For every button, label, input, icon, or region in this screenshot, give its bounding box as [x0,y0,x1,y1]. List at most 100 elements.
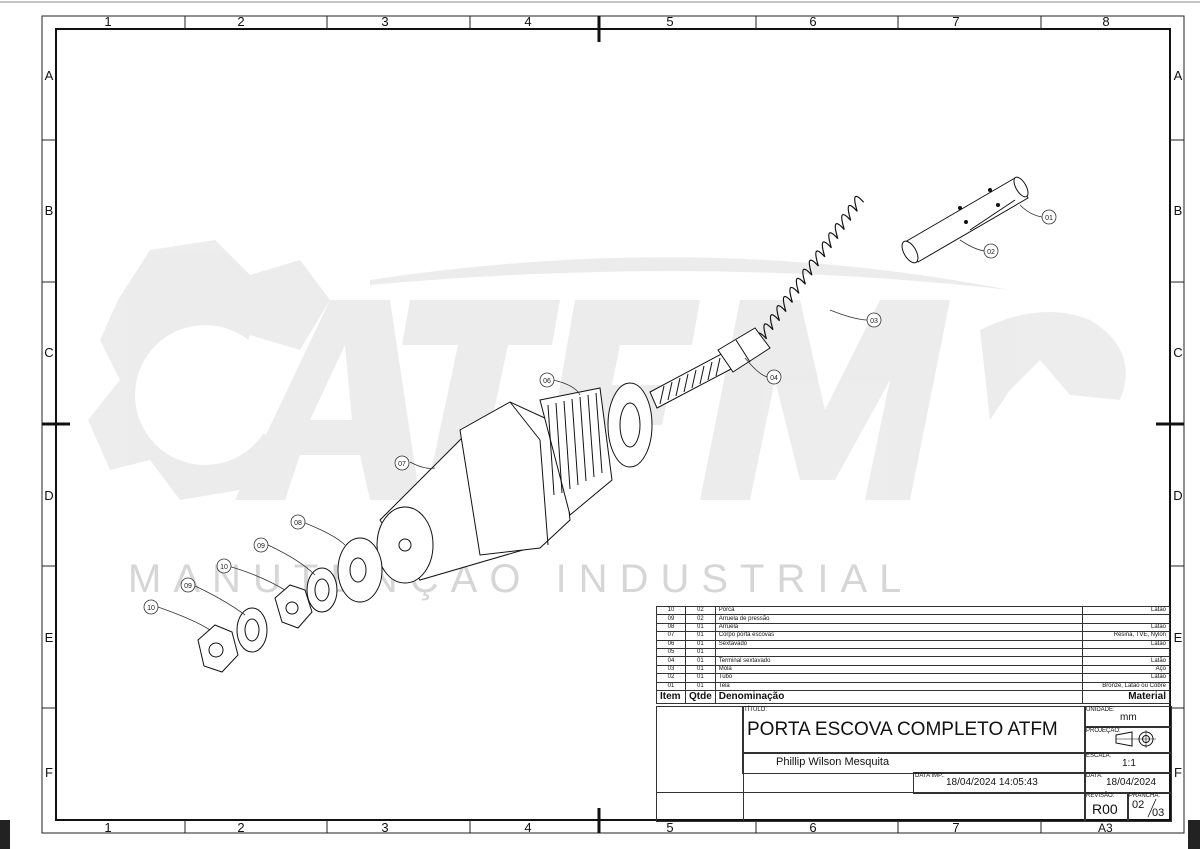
part-06-07-body [376,382,653,584]
zone-col: 5 [666,820,674,835]
zone-row: C [44,345,54,360]
bom-cell-item: 08 [656,622,686,633]
data-imp-label: DATA IMP.: [915,773,945,779]
balloon-label: 09 [184,583,192,590]
zone-row: B [1173,203,1183,218]
balloon-label: 06 [543,378,551,385]
zone-col: 2 [237,14,245,29]
balloon-label: 09 [257,543,265,550]
balloon-labels: 01 02 03 04 06 07 08 09 10 09 10 [147,215,1053,612]
zone-col: 4 [524,820,532,835]
bom-cell-item: 03 [656,664,686,675]
bom-cell-item: 10 [656,605,686,616]
zone-col: 4 [524,14,532,29]
data-label: DATA: [1086,773,1103,779]
bom-cell-name: Sextavado [714,639,1084,649]
bom-cell-name: Corpo porta escovas [714,631,1084,641]
bom-cell-item: 09 [656,614,686,624]
bom-cell-name [714,647,1084,658]
bom-cell-name: Mola [714,664,1084,675]
part-01-02-tube [901,176,1029,264]
drawing-title: PORTA ESCOVA COMPLETO ATFM [747,719,1058,740]
part-03-spring [756,195,865,349]
zone-col: 5 [666,14,674,29]
bom-header-item: Item [656,689,686,704]
bom-cell-material: Latão [1082,605,1170,616]
bom-cell-name: Tubo [714,673,1084,683]
leader-lines [157,204,1043,631]
zone-col: 3 [381,820,389,835]
scale-value: 1:1 [1122,758,1136,769]
zone-col: 6 [809,820,817,835]
bom-cell-name: Tela [714,681,1084,691]
bom-header-qty: Qtde [684,689,716,704]
bom-cell-item: 07 [656,631,686,641]
bom-cell-material [1082,647,1170,658]
zone-row: D [1173,488,1183,503]
balloon-label: 01 [1045,215,1053,222]
bom-cell-qty: 02 [684,614,716,624]
bom-cell-qty: 01 [684,622,716,633]
watermark-tagline: MANUTENÇÃO INDUSTRIAL [128,556,913,601]
part-10-nuts [197,584,313,673]
bom-cell-qty: 02 [684,605,716,616]
balloons [143,209,1057,615]
zone-col: 7 [952,820,960,835]
bom-cell-material: Latão [1082,639,1170,649]
bom-cell-item: 01 [656,681,686,691]
bom-cell-qty: 01 [684,673,716,683]
bom-cell-material: Bronze, Latão ou Cobre [1082,681,1170,691]
zone-col: 3 [381,14,389,29]
part-09-lock-washers [236,567,338,653]
sheet-divider [1147,798,1157,818]
author-name: Phillip Wilson Mesquita [776,756,890,768]
zone-col: 8 [1102,14,1110,29]
bom-cell-item: 06 [656,639,686,649]
paper-format: A3 [1098,821,1113,835]
balloon-label: 08 [294,520,302,527]
bom-cell-qty: 01 [684,631,716,641]
print-date: 18/04/2024 14:05:43 [946,777,1038,788]
bom-cell-material: Latão [1082,622,1170,633]
projecao-label: PROJEÇÃO: [1086,728,1121,734]
zone-row: F [45,765,53,780]
center-marks [42,16,1184,833]
bom-cell-material: Resina, TVE, Nylon [1082,631,1170,641]
first-angle-projection-icon [1115,730,1156,748]
balloon-label: 10 [220,564,228,571]
zone-row: A [1173,68,1183,83]
bom-cell-item: 05 [656,647,686,658]
escala-label: ESCALA: [1086,753,1112,759]
unit-value: mm [1120,712,1137,723]
part-04-terminal [649,327,771,409]
sheet-number: 02 [1132,799,1145,811]
balloon-label: 03 [870,318,878,325]
zone-row: C [1173,345,1183,360]
bom-cell-material: Latão [1082,656,1170,666]
zone-col: 1 [104,820,112,835]
zone-row: E [1173,630,1183,645]
bom-cell-qty: 01 [684,664,716,675]
zone-row: E [44,630,54,645]
zone-row: A [44,68,54,83]
balloon-label: 04 [770,375,778,382]
date-value: 18/04/2024 [1106,777,1157,788]
revision-value: R00 [1092,801,1118,817]
unidade-label: UNIDADE: [1086,707,1115,713]
zone-col: 6 [809,14,817,29]
bom-cell-item: 02 [656,673,686,683]
revisao-label: REVISÃO: [1086,793,1115,799]
zone-col: 2 [237,820,245,835]
bom-cell-material: Latão [1082,673,1170,683]
balloon-label: 07 [398,461,406,468]
bom-cell-qty: 01 [684,647,716,658]
